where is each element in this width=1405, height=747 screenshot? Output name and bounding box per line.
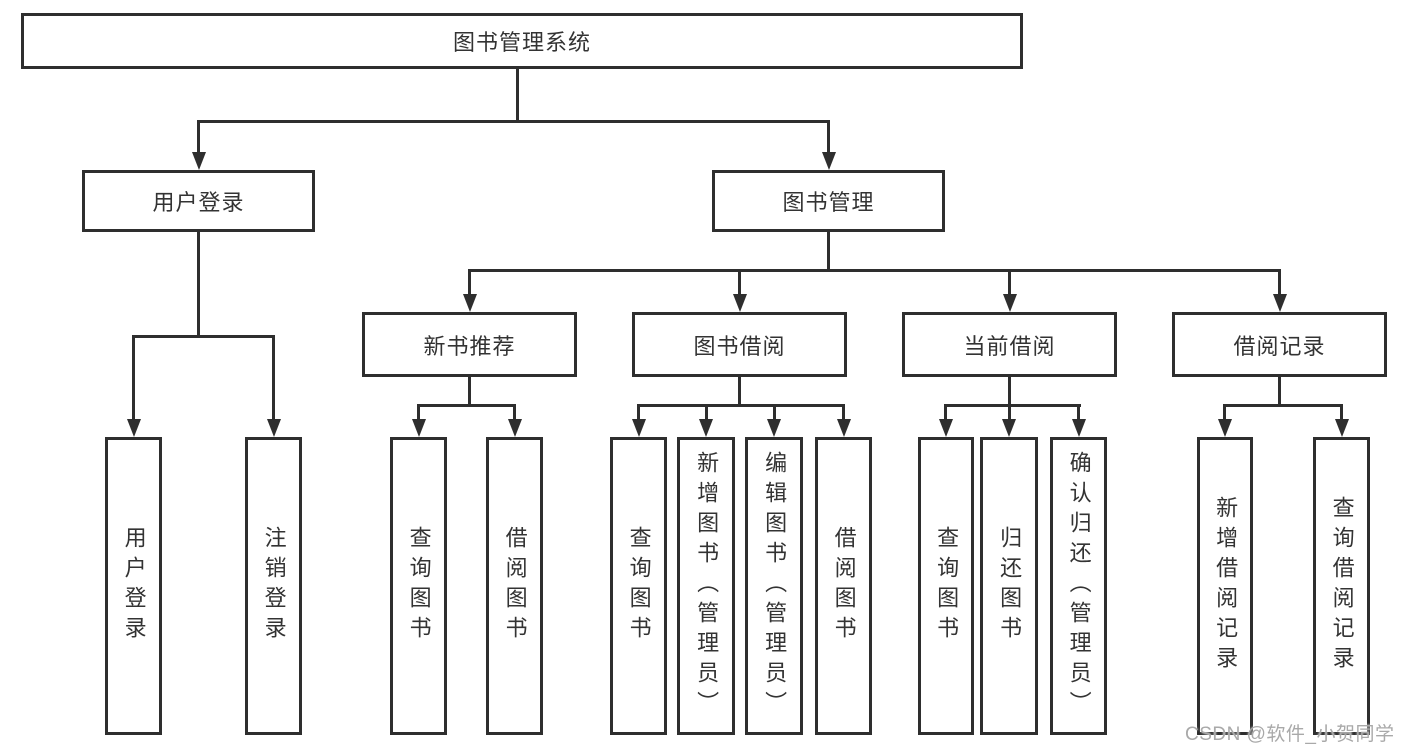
edge-drop-cb-return — [1008, 404, 1011, 420]
node-label: 图书借阅 — [693, 333, 786, 359]
arrowhead-icon — [508, 419, 522, 437]
node-label: 查询借阅记录 — [1329, 496, 1355, 676]
node-label: 新增借阅记录 — [1213, 496, 1239, 676]
leaf-bb-query-books: 查询图书 — [610, 437, 667, 735]
arrowhead-icon — [1003, 294, 1017, 312]
arrowhead-icon — [1002, 419, 1016, 437]
edge-drop-borrow-records — [1278, 269, 1281, 297]
arrowhead-icon — [1218, 419, 1232, 437]
edge-drop-nbr-query — [417, 404, 420, 420]
edge-drop-user-login — [197, 120, 200, 154]
node-label: 借阅图书 — [831, 526, 857, 646]
leaf-bb-borrow-books: 借阅图书 — [815, 437, 872, 735]
leaf-logout: 注销登录 — [245, 437, 302, 735]
leaf-br-add-record: 新增借阅记录 — [1197, 437, 1253, 735]
arrowhead-icon — [1335, 419, 1349, 437]
node-current-borrowing: 当前借阅 — [902, 312, 1117, 377]
edge-bb-stub — [738, 377, 741, 407]
node-label: 新增图书（管理员） — [694, 451, 720, 721]
edge-drop-leaf-logout — [272, 335, 275, 419]
arrowhead-icon — [767, 419, 781, 437]
arrowhead-icon — [1273, 294, 1287, 312]
node-root-library-system: 图书管理系统 — [21, 13, 1023, 69]
edge-drop-br-add — [1223, 404, 1226, 420]
edge-drop-cb-confirm — [1077, 404, 1080, 420]
edge-root-stub — [516, 69, 519, 121]
arrowhead-icon — [412, 419, 426, 437]
edge-drop-bb-add — [705, 404, 708, 420]
leaf-bb-add-books-admin: 新增图书（管理员） — [677, 437, 735, 735]
arrowhead-icon — [1072, 419, 1086, 437]
leaf-bb-edit-books-admin: 编辑图书（管理员） — [745, 437, 803, 735]
arrowhead-icon — [822, 152, 836, 170]
arrowhead-icon — [267, 419, 281, 437]
node-label: 查询图书 — [934, 526, 960, 646]
edge-drop-bb-borrow — [842, 404, 845, 420]
node-book-borrowing: 图书借阅 — [632, 312, 847, 377]
arrowhead-icon — [699, 419, 713, 437]
arrowhead-icon — [733, 294, 747, 312]
node-book-management: 图书管理 — [712, 170, 945, 232]
edge-drop-book-borrow — [738, 269, 741, 297]
edge-cb-stub — [1008, 377, 1011, 407]
node-label: 编辑图书（管理员） — [762, 451, 788, 721]
node-label: 图书管理系统 — [452, 30, 591, 55]
edge-drop-br-query — [1340, 404, 1343, 420]
node-label: 用户登录 — [152, 190, 245, 215]
leaf-cb-return-books: 归还图书 — [980, 437, 1038, 735]
edge-drop-bb-edit — [773, 404, 776, 420]
node-label: 确认归还（管理员） — [1066, 451, 1092, 721]
edge-drop-cb-query — [944, 404, 947, 420]
edge-drop-leaf-login — [132, 335, 135, 419]
edge-userlogin-stub — [197, 232, 200, 338]
edge-userlogin-rail — [132, 335, 275, 338]
arrowhead-icon — [632, 419, 646, 437]
edge-br-rail — [1223, 404, 1343, 407]
leaf-nbr-query-books: 查询图书 — [390, 437, 447, 735]
arrowhead-icon — [463, 294, 477, 312]
node-label: 新书推荐 — [423, 333, 516, 359]
edge-bookmgmt-rail — [468, 269, 1281, 272]
node-label: 借阅记录 — [1233, 333, 1326, 359]
node-label: 查询图书 — [626, 526, 652, 646]
leaf-user-login: 用户登录 — [105, 437, 162, 735]
edge-br-stub — [1278, 377, 1281, 407]
node-label: 图书管理 — [782, 190, 875, 215]
node-new-book-recommend: 新书推荐 — [362, 312, 577, 377]
edge-root-rail — [197, 120, 830, 123]
edge-drop-bb-query — [637, 404, 640, 420]
edge-nbr-stub — [468, 377, 471, 407]
edge-drop-new-book-rec — [468, 269, 471, 297]
arrowhead-icon — [837, 419, 851, 437]
arrowhead-icon — [127, 419, 141, 437]
leaf-br-query-record: 查询借阅记录 — [1313, 437, 1370, 735]
edge-bookmgmt-stub — [827, 232, 830, 272]
edge-drop-nbr-borrow — [513, 404, 516, 420]
node-borrowing-records: 借阅记录 — [1172, 312, 1387, 377]
node-label: 借阅图书 — [502, 526, 528, 646]
node-user-login: 用户登录 — [82, 170, 315, 232]
node-label: 归还图书 — [997, 526, 1023, 646]
edge-drop-book-mgmt — [827, 120, 830, 154]
leaf-cb-query-books: 查询图书 — [918, 437, 974, 735]
arrowhead-icon — [939, 419, 953, 437]
edge-bb-rail — [637, 404, 845, 407]
node-label: 当前借阅 — [963, 333, 1056, 359]
node-label: 用户登录 — [121, 526, 147, 646]
node-label: 查询图书 — [406, 526, 432, 646]
edge-drop-current-borrow — [1008, 269, 1011, 297]
leaf-nbr-borrow-books: 借阅图书 — [486, 437, 543, 735]
arrowhead-icon — [192, 152, 206, 170]
edge-nbr-rail — [417, 404, 516, 407]
leaf-cb-confirm-return-admin: 确认归还（管理员） — [1050, 437, 1107, 735]
csdn-watermark: CSDN @软件_小贺同学 — [1185, 724, 1395, 745]
edge-cb-rail — [944, 404, 1081, 407]
node-label: 注销登录 — [261, 526, 287, 646]
